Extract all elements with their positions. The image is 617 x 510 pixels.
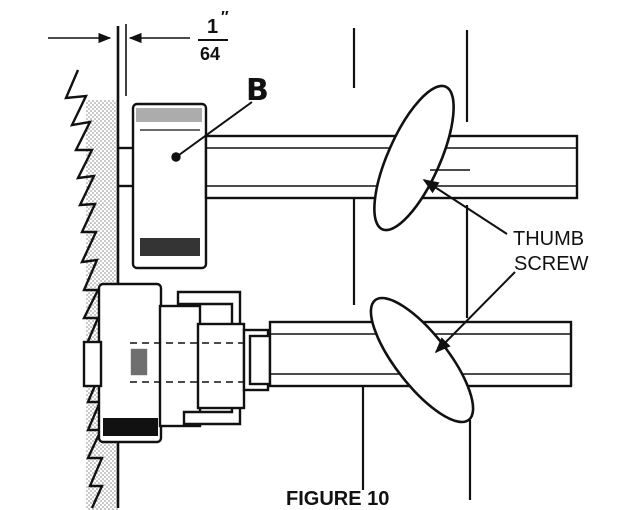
fraction-denominator: 64 <box>200 44 220 64</box>
nut <box>248 334 272 386</box>
label-part-b: B <box>246 73 269 108</box>
label-thumb: THUMB <box>513 228 584 250</box>
lower-guide-assembly <box>82 282 573 444</box>
guide-block-b <box>131 102 208 270</box>
bushing <box>158 304 202 428</box>
label-screw: SCREW <box>514 253 589 275</box>
gap-dimension <box>48 24 228 96</box>
thumb-screw-upper <box>373 84 455 232</box>
figure-caption: FIGURE 10 <box>286 488 389 510</box>
fraction-inch-mark: ″ <box>221 9 229 26</box>
fraction-numerator: 1 <box>207 16 218 38</box>
frame-lines <box>352 28 472 500</box>
leader-lines <box>178 101 516 354</box>
